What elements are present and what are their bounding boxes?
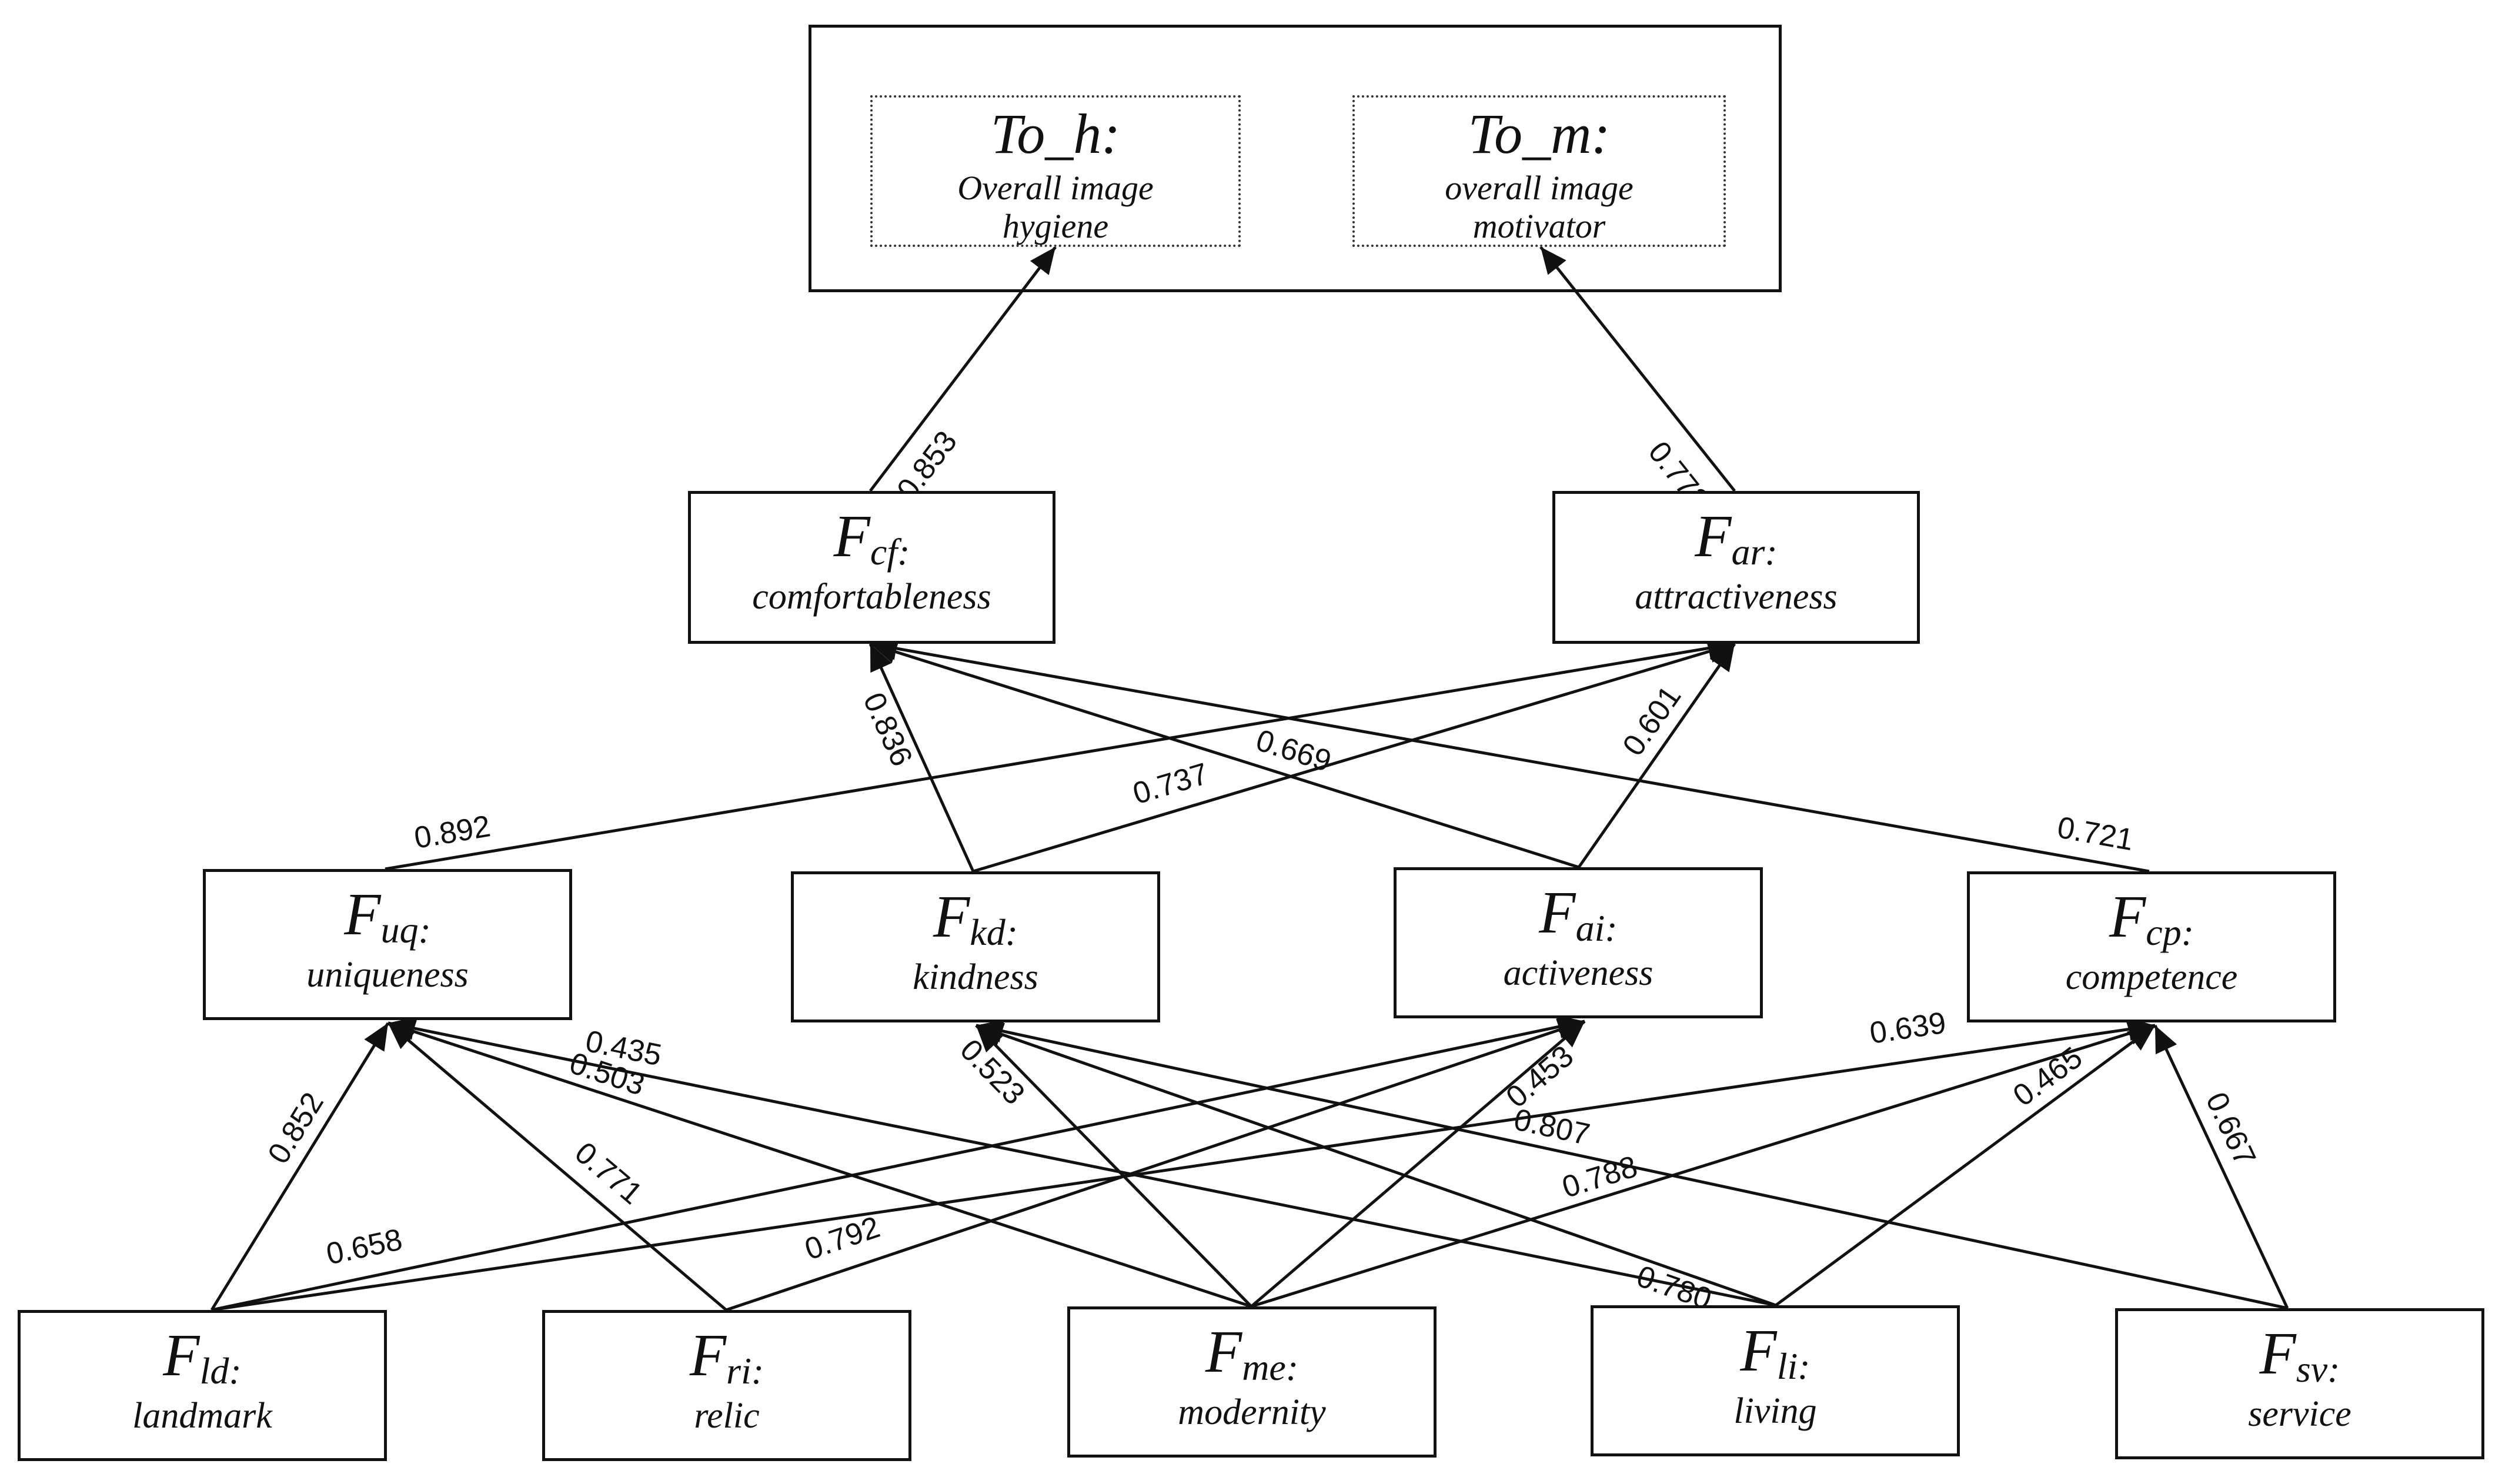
edge-kd-cf — [868, 643, 975, 873]
edge-ri-ai — [726, 1018, 1585, 1312]
node-description: landmark — [132, 1396, 272, 1436]
node-symbol: F — [1695, 503, 1732, 570]
node-description: kindness — [913, 957, 1038, 997]
edge-weight-ld-uq: 0.852 — [261, 1087, 330, 1169]
node-uniqueness: Fuq: uniqueness — [203, 869, 572, 1020]
node-symbol: F — [163, 1322, 200, 1389]
node-symbol: F — [833, 503, 870, 570]
node-description: competence — [2065, 957, 2238, 997]
node-description: attractiveness — [1635, 577, 1838, 617]
node-overall-image-motivator: To_m: overall image motivator — [1352, 95, 1726, 247]
edge-weight-ai-ar: 0.601 — [1616, 680, 1688, 762]
node-description: relic — [694, 1396, 760, 1436]
node-subscript: ar: — [1731, 531, 1778, 573]
node-symbol: F — [1539, 880, 1576, 946]
edge-ai-ar — [1577, 643, 1736, 868]
node-symbol: F — [933, 884, 970, 950]
edge-li-uq — [388, 1017, 1776, 1307]
node-subscript: uq: — [380, 909, 431, 951]
edge-sv-cp — [2153, 1024, 2289, 1309]
node-description: activeness — [1503, 953, 1653, 993]
edge-kd-ar — [973, 640, 1735, 873]
edge-me-kd — [975, 1024, 1252, 1308]
edge-sv-kd — [976, 1019, 2288, 1310]
node-competence: Fcp: competence — [1967, 871, 2336, 1022]
node-modernity: Fme: modernity — [1067, 1306, 1437, 1458]
edge-ai-cf — [870, 640, 1579, 869]
edge-li-kd — [976, 1022, 1776, 1307]
edge-uq-ar — [385, 636, 1735, 871]
node-symbol: F — [1205, 1319, 1242, 1385]
node-symbol: F — [1740, 1318, 1777, 1384]
node-subscript: cp: — [2146, 911, 2194, 953]
edge-ld-uq — [210, 1022, 390, 1311]
node-symbol: To_h: — [990, 102, 1121, 165]
node-landmark: Fld: landmark — [18, 1310, 387, 1461]
node-subscript: cf: — [870, 531, 910, 573]
overall-image-container — [809, 25, 1782, 292]
node-subscript: sv: — [2296, 1348, 2340, 1390]
node-description: modernity — [1178, 1392, 1326, 1432]
edge-cf-To_h — [869, 246, 1057, 492]
edge-cp-cf — [870, 637, 2150, 873]
node-subscript: ld: — [199, 1350, 242, 1392]
node-description: living — [1733, 1391, 1817, 1431]
node-service: Fsv: service — [2115, 1308, 2484, 1459]
edge-li-cp — [1775, 1024, 2156, 1307]
edge-weight-ri-uq: 0.771 — [568, 1135, 649, 1211]
node-symbol: F — [344, 881, 381, 948]
edge-weight-ld-ai: 0.658 — [323, 1222, 405, 1272]
node-subscript: li: — [1776, 1345, 1810, 1387]
edge-weight-ai-cf: 0.669 — [1252, 723, 1335, 778]
edge-weight-sv-cp: 0.667 — [2199, 1087, 2263, 1171]
node-overall-image-hygiene: To_h: Overall image hygiene — [870, 95, 1241, 247]
node-symbol: F — [689, 1322, 727, 1389]
edge-ld-cp — [211, 1017, 2156, 1312]
node-comfortableness: Fcf: comfortableness — [688, 491, 1055, 644]
node-subscript: me: — [1242, 1346, 1299, 1388]
node-attractiveness: Far: attractiveness — [1552, 491, 1920, 644]
node-kindness: Fkd: kindness — [791, 871, 1160, 1022]
node-description: service — [2248, 1394, 2351, 1434]
edge-ar-To_m — [1539, 246, 1736, 492]
node-relic: Fri: relic — [542, 1310, 911, 1461]
node-symbol: F — [2109, 884, 2146, 950]
node-description: overall image motivator — [1445, 169, 1634, 245]
edge-ld-ai — [211, 1015, 1585, 1312]
node-living: Fli: living — [1591, 1305, 1960, 1456]
node-subscript: kd: — [970, 911, 1018, 953]
edge-weight-cp-cf: 0.721 — [2055, 810, 2136, 857]
node-subscript: ri: — [726, 1350, 764, 1392]
edge-me-ai — [1250, 1020, 1586, 1308]
edge-ri-uq — [387, 1022, 727, 1311]
edge-weight-li-cp: 0.465 — [2007, 1040, 2089, 1113]
node-description: comfortableness — [752, 577, 991, 617]
node-subscript: ai: — [1575, 907, 1618, 949]
node-description: uniqueness — [306, 955, 469, 995]
node-activeness: Fai: activeness — [1394, 867, 1763, 1018]
node-symbol: To_m: — [1468, 102, 1611, 165]
edge-weight-me-kd: 0.523 — [953, 1033, 1031, 1112]
edge-weight-ld-cp: 0.639 — [1868, 1006, 1948, 1051]
edge-me-uq — [388, 1020, 1252, 1308]
edge-me-cp — [1251, 1022, 2156, 1308]
edge-weight-uq-ar: 0.892 — [412, 809, 493, 855]
edge-weight-me-cp: 0.788 — [1558, 1149, 1642, 1205]
node-symbol: F — [2259, 1321, 2296, 1387]
edge-weight-me-ai: 0.453 — [1499, 1039, 1580, 1115]
node-description: Overall image hygiene — [957, 169, 1154, 245]
